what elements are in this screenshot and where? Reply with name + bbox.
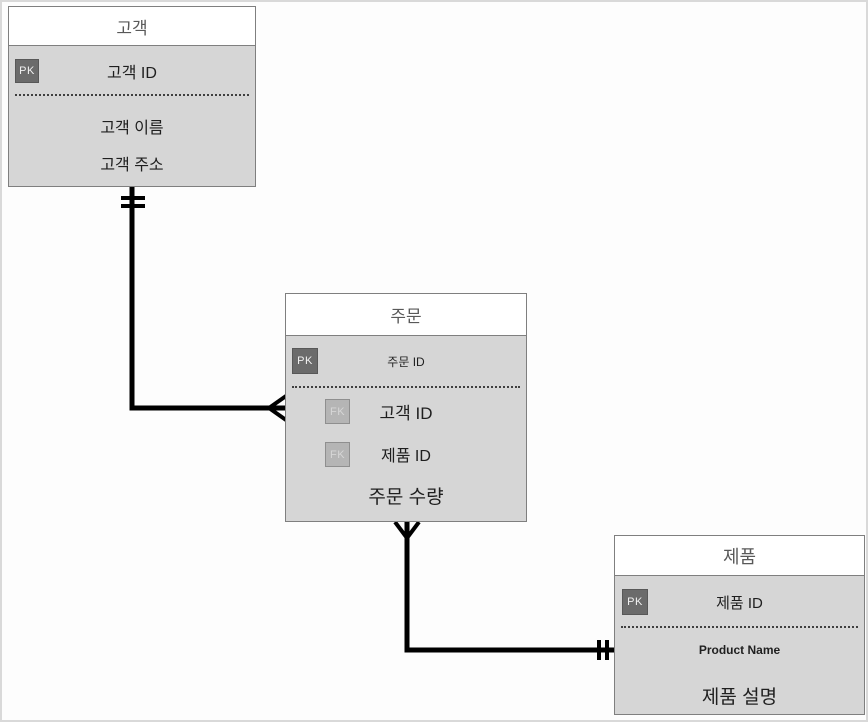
key-divider <box>621 626 858 628</box>
attribute-label: 주문 수량 <box>368 486 444 508</box>
attribute-row-order-id[interactable]: PK 주문 ID <box>286 346 526 376</box>
key-divider <box>292 386 520 388</box>
attribute-row-product-name[interactable]: Product Name <box>615 635 864 665</box>
entity-order-title: 주문 <box>286 294 526 336</box>
relationship-line[interactable] <box>404 522 615 653</box>
attribute-row-order-customer-id[interactable]: FK 고객 ID <box>286 396 526 426</box>
attribute-label: 제품 ID <box>381 448 431 465</box>
entity-customer-title: 고객 <box>9 7 255 46</box>
attribute-label: 고객 ID <box>379 403 433 423</box>
attribute-label: 고객 이름 <box>100 120 164 137</box>
crow-foot-many-marker-icon <box>267 394 288 422</box>
attribute-label: Product Name <box>698 643 781 657</box>
attribute-row-customer-address[interactable]: 고객 주소 <box>9 148 255 178</box>
attribute-label: 제품 ID <box>716 594 763 612</box>
relationship-customer-order[interactable] <box>121 186 288 422</box>
relationship-order-product[interactable] <box>393 520 615 660</box>
entity-product-title: 제품 <box>615 536 864 576</box>
key-divider <box>15 94 249 96</box>
primary-key-badge: PK <box>15 59 39 83</box>
attribute-row-customer-name[interactable]: 고객 이름 <box>9 111 255 141</box>
entity-order[interactable]: 주문 PK 주문 ID FK 고객 ID FK 제품 ID 주문 수량 <box>285 293 527 522</box>
crow-foot-many-marker-icon <box>393 520 421 540</box>
one-and-only-one-marker-icon <box>121 196 145 208</box>
attribute-row-product-description[interactable]: 제품 설명 <box>615 680 864 710</box>
entity-customer[interactable]: 고객 PK 고객 ID 고객 이름 고객 주소 <box>8 6 256 187</box>
relationship-line[interactable] <box>129 186 286 411</box>
entity-product[interactable]: 제품 PK 제품 ID Product Name 제품 설명 <box>614 535 865 715</box>
attribute-row-product-id[interactable]: PK 제품 ID <box>615 587 864 617</box>
attribute-label: 주문 ID <box>387 354 425 369</box>
attribute-row-order-quantity[interactable]: 주문 수량 <box>286 480 526 510</box>
attribute-label: 고객 주소 <box>100 157 164 174</box>
attribute-label: 제품 설명 <box>701 686 778 708</box>
one-and-only-one-marker-icon <box>597 640 609 660</box>
attribute-label: 고객 ID <box>107 65 157 82</box>
foreign-key-badge: FK <box>325 442 350 467</box>
attribute-row-order-product-id[interactable]: FK 제품 ID <box>286 439 526 469</box>
attribute-row-customer-id[interactable]: PK 고객 ID <box>9 56 255 86</box>
primary-key-badge: PK <box>622 589 648 615</box>
primary-key-badge: PK <box>292 348 318 374</box>
foreign-key-badge: FK <box>325 399 350 424</box>
